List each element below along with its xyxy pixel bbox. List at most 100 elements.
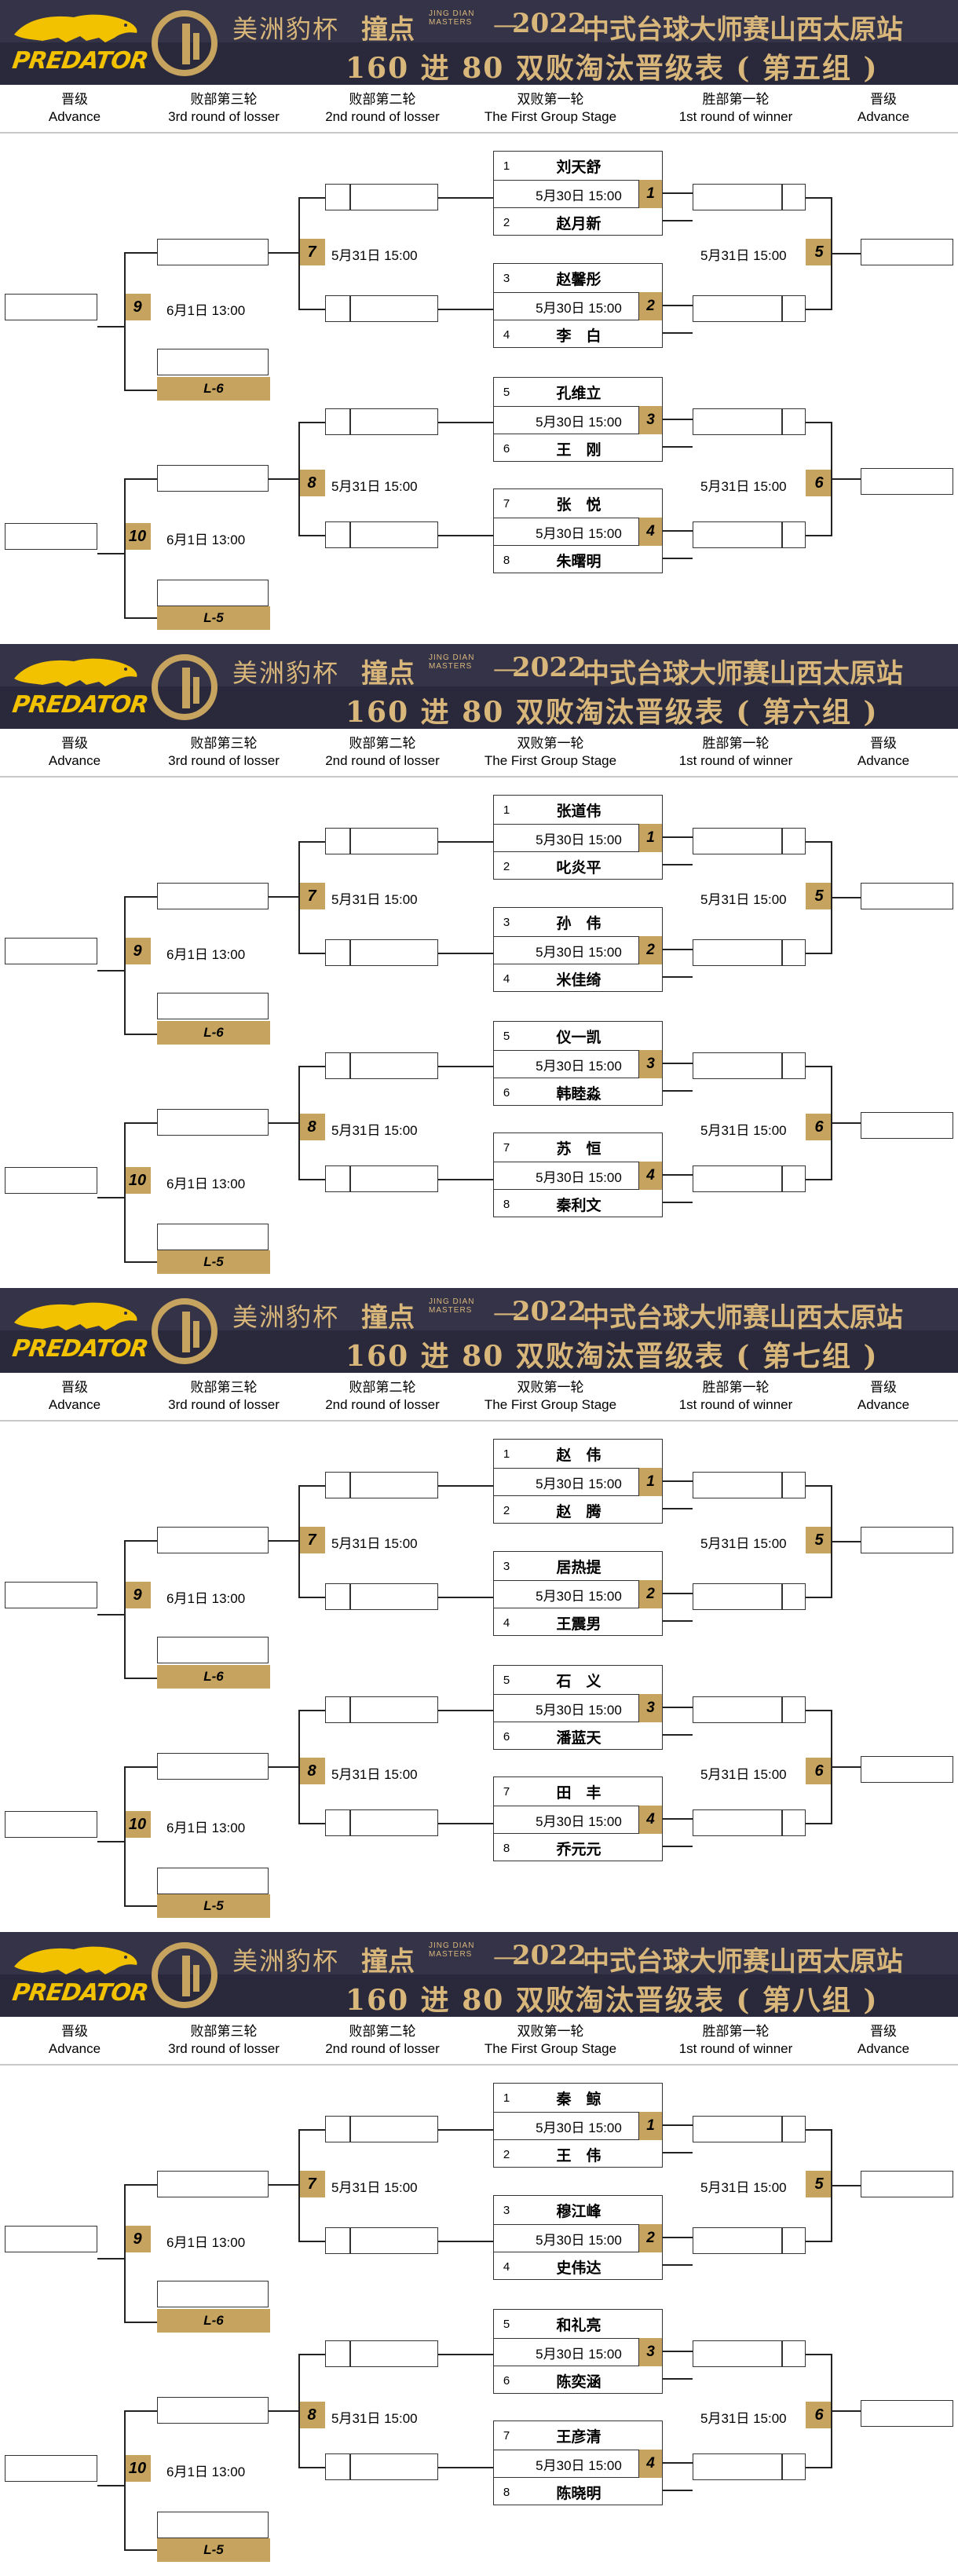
column-header-cn: 败部第三轮 xyxy=(190,736,258,751)
bracket-line xyxy=(806,2354,832,2355)
bracket-line xyxy=(438,535,493,536)
seed-number: 7 xyxy=(503,2428,510,2442)
bracket-slot xyxy=(157,1224,269,1250)
bracket-line xyxy=(298,1710,300,1824)
bracket-line xyxy=(269,1122,298,1124)
bracket-line xyxy=(663,976,693,978)
bracket-line xyxy=(806,1710,832,1711)
bracket-line xyxy=(298,535,325,536)
jd-circle-logo-icon xyxy=(152,10,218,76)
seed-number: 7 xyxy=(503,1784,510,1798)
player-name: 朱曙明 xyxy=(556,552,601,570)
bracket-slot xyxy=(693,2340,806,2367)
match-number-badge: 7 xyxy=(298,1527,325,1553)
column-header-en: 2nd round of losser xyxy=(325,2041,440,2056)
loser-source-label: L-5 xyxy=(157,606,270,630)
bracket-slot xyxy=(157,2512,269,2538)
column-header-cn: 双败第一轮 xyxy=(517,1380,584,1395)
bracket-line xyxy=(663,1734,693,1736)
jd-brand-cn: 撞点 xyxy=(361,1946,415,1978)
event-title: 中式台球大师赛山西太原站 xyxy=(583,14,903,46)
bracket-line xyxy=(124,617,157,619)
match-time: 5月31日 15:00 xyxy=(331,2411,418,2426)
match-time-row: 5月30日 15:00 xyxy=(494,518,662,546)
event-title: 中式台球大师赛山西太原站 xyxy=(583,1302,903,1334)
player-name: 乔元元 xyxy=(556,1840,601,1858)
column-header-cn: 双败第一轮 xyxy=(517,2024,584,2039)
player-name: 米佳绮 xyxy=(556,971,601,989)
player-name: 张道伟 xyxy=(556,802,601,820)
player-name: 苏 恒 xyxy=(556,1140,601,1158)
player-name: 秦 鲸 xyxy=(556,2090,601,2108)
column-header-cn: 胜部第一轮 xyxy=(702,736,770,751)
bracket-line xyxy=(124,252,157,254)
bracket-line xyxy=(663,2237,693,2238)
match-number-badge: 8 xyxy=(298,2402,325,2428)
advance-slot xyxy=(5,1582,97,1608)
jd-brand-cn: 撞点 xyxy=(361,658,415,690)
bracket-slot xyxy=(157,465,269,492)
bracket-line xyxy=(298,841,300,954)
column-header-cn: 晋级 xyxy=(61,2024,88,2039)
match-time: 6月1日 13:00 xyxy=(166,2464,246,2479)
seed-number: 2 xyxy=(503,1503,510,1517)
bracket-slot xyxy=(693,1052,806,1079)
bracket-line xyxy=(663,1174,693,1176)
column-header-en: Advance xyxy=(48,753,101,768)
match-time-row: 5月30日 15:00 xyxy=(494,180,662,208)
bracket-line xyxy=(124,1905,157,1907)
bracket-line xyxy=(298,197,325,199)
bracket-line xyxy=(438,1710,493,1711)
bracket-line xyxy=(97,1840,124,1842)
player-name: 穆江峰 xyxy=(556,2202,601,2220)
bracket-line xyxy=(663,1818,693,1820)
bracket-line xyxy=(806,953,832,954)
column-header-en: Advance xyxy=(48,2041,101,2056)
bracket-line xyxy=(124,390,157,391)
seed-number: 5 xyxy=(503,2317,510,2331)
predator-logo-text: PREDATOR xyxy=(10,47,150,75)
bracket-line xyxy=(663,305,693,306)
bracket-line xyxy=(831,897,861,898)
match-time-row: 5月30日 15:00 xyxy=(494,2224,662,2252)
bracket-line xyxy=(806,1066,832,1067)
bracket-slot xyxy=(693,828,806,854)
match-number-badge: 6 xyxy=(806,2402,832,2428)
match-number-badge: 3 xyxy=(638,1694,662,1722)
cup-name: 美洲豹杯 xyxy=(232,1946,340,1976)
loser-source-label: L-6 xyxy=(157,2309,270,2333)
match-number-badge: 1 xyxy=(638,2112,662,2140)
bracket-line xyxy=(663,220,693,221)
seed-number: 6 xyxy=(503,1085,510,1100)
bracket-line xyxy=(663,332,693,334)
bracket-line xyxy=(269,2184,298,2186)
player-name: 张 悦 xyxy=(556,496,601,514)
seed-number: 8 xyxy=(503,553,510,567)
match-number-badge: 7 xyxy=(298,2171,325,2197)
match-number-badge: 8 xyxy=(298,1114,325,1140)
event-year: 2022 xyxy=(512,8,587,39)
bracket-slot xyxy=(693,939,806,966)
match-number-badge: 5 xyxy=(806,883,832,909)
bracket-line xyxy=(298,1823,325,1824)
